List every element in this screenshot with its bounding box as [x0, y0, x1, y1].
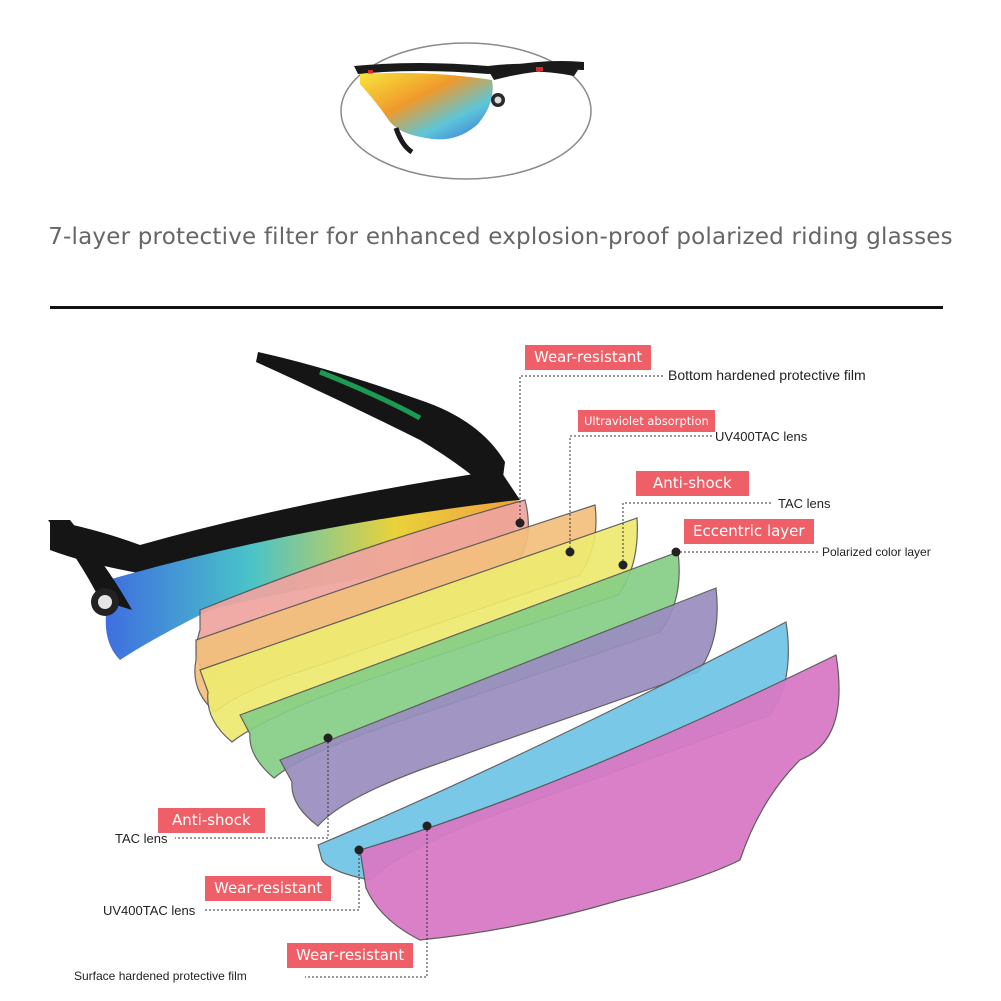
callout-tag-wear-resistant-3: Wear-resistant: [287, 943, 414, 968]
lens-layer-5: [279, 587, 718, 827]
callout-tag-anti-shock-1: Anti-shock: [636, 471, 749, 496]
lens-layers: [194, 499, 840, 941]
callout-desc-polarized: Polarized color layer: [822, 545, 931, 559]
divider-rule: [50, 306, 943, 309]
callout-desc-tac-1: TAC lens: [778, 496, 831, 511]
frame-top: [50, 470, 520, 575]
callout-desc-uv400tac-1: UV400TAC lens: [715, 429, 808, 444]
callout-tag-anti-shock-2: Anti-shock: [158, 808, 265, 833]
callout-desc-tac-2: TAC lens: [115, 831, 168, 846]
lens-layers-illustration: [48, 352, 840, 978]
callout-tag-eccentric-layer: Eccentric layer: [684, 519, 814, 544]
headline: 7-layer protective filter for enhanced e…: [48, 224, 953, 250]
callout-tag-wear-resistant-2: Wear-resistant: [205, 876, 332, 901]
lens-layer-7: [359, 654, 840, 941]
callout-tag-uv-absorption: Ultraviolet absorption: [578, 410, 715, 432]
callout-desc-bottom-film: Bottom hardened protective film: [668, 367, 866, 383]
hero-product-image: [338, 40, 594, 182]
frame-temple: [256, 352, 505, 500]
callout-tag-wear-resistant-1: Wear-resistant: [525, 345, 652, 370]
callout-desc-surface-film: Surface hardened protective film: [74, 969, 247, 983]
sunglasses-oval-image: [340, 42, 592, 180]
callout-desc-uv400tac-2: UV400TAC lens: [103, 903, 196, 918]
